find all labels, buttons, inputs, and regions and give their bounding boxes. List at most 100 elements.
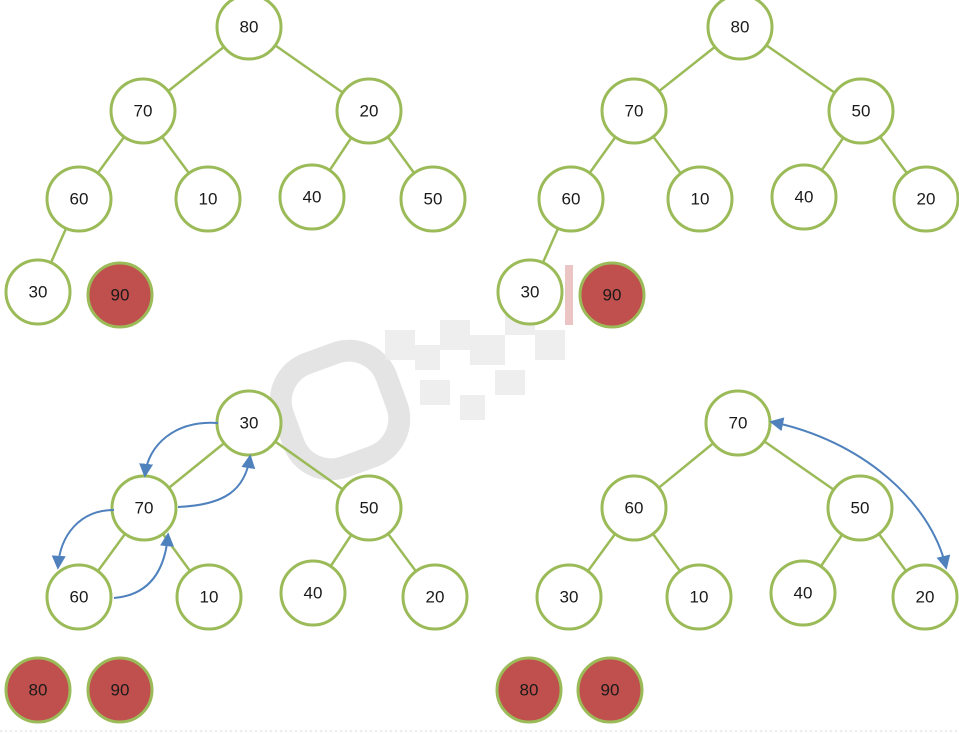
heap-node: 10	[175, 563, 243, 631]
sorted-node: 80	[4, 656, 72, 724]
node-label: 40	[795, 188, 814, 207]
node-circle	[215, 0, 283, 61]
heap-node: 20	[892, 165, 959, 233]
sorted-node: 90	[578, 261, 646, 329]
node-circle	[666, 165, 734, 233]
node-circle	[535, 563, 603, 631]
heap-node: 20	[891, 563, 959, 631]
swap-arrow-n1-to-n3	[51, 509, 115, 570]
node-circle	[399, 165, 467, 233]
heap-node: 10	[174, 165, 242, 233]
node-label: 30	[560, 588, 579, 607]
node-circle	[770, 163, 838, 231]
node-label: 60	[625, 499, 644, 518]
sorted-node-circle	[495, 656, 563, 724]
heap-node: 60	[600, 474, 668, 542]
node-label: 90	[603, 286, 622, 305]
heap-node: 30	[496, 258, 564, 326]
node-label: 10	[690, 588, 709, 607]
heap-node: 10	[666, 165, 734, 233]
node-circle	[4, 258, 72, 326]
swap-arrows-layer	[51, 417, 951, 599]
heap-node: 80	[706, 0, 774, 61]
heap-node: 70	[110, 474, 178, 542]
heap-node: 80	[215, 0, 283, 61]
node-label: 50	[851, 499, 870, 518]
heap-node: 10	[665, 563, 733, 631]
node-label: 60	[70, 588, 89, 607]
heap-node: 60	[537, 165, 605, 233]
node-circle	[174, 165, 242, 233]
node-label: 30	[240, 414, 259, 433]
node-circle	[279, 559, 347, 627]
node-circle	[45, 563, 113, 631]
heap-node: 70	[109, 77, 177, 145]
sorted-node-circle	[86, 656, 154, 724]
node-label: 60	[562, 190, 581, 209]
node-label: 10	[691, 190, 710, 209]
node-label: 20	[916, 588, 935, 607]
node-label: 70	[729, 414, 748, 433]
heap-node: 60	[45, 563, 113, 631]
node-label: 90	[601, 681, 620, 700]
node-label: 90	[111, 681, 130, 700]
node-label: 40	[304, 584, 323, 603]
sorted-node: 90	[86, 261, 154, 329]
heap-node: 40	[278, 163, 346, 231]
node-label: 80	[29, 681, 48, 700]
node-circle	[175, 563, 243, 631]
sorted-node: 90	[86, 656, 154, 724]
heap-node: 40	[279, 559, 347, 627]
heap-node: 40	[769, 559, 837, 627]
node-label: 20	[917, 190, 936, 209]
node-circle	[600, 474, 668, 542]
node-circle	[537, 165, 605, 233]
sorted-node: 90	[576, 656, 644, 724]
node-label: 20	[426, 588, 445, 607]
node-circle	[665, 563, 733, 631]
heap-node: 70	[600, 77, 668, 145]
swap-arrow-n1-to-n0	[177, 454, 256, 508]
node-circle	[600, 77, 668, 145]
node-label: 40	[794, 584, 813, 603]
node-label: 80	[731, 18, 750, 37]
node-label: 50	[424, 190, 443, 209]
heap-node: 20	[401, 563, 469, 631]
node-circle	[401, 563, 469, 631]
node-circle	[827, 77, 895, 145]
node-label: 90	[111, 286, 130, 305]
heap-node: 50	[826, 474, 894, 542]
heap-node: 50	[399, 165, 467, 233]
sorted-node-circle	[4, 656, 72, 724]
node-label: 30	[29, 283, 48, 302]
swap-arrow-n0-to-n6	[769, 417, 951, 570]
sorted-node-circle	[576, 656, 644, 724]
heap-node: 50	[335, 474, 403, 542]
node-label: 80	[520, 681, 539, 700]
heap-node: 30	[4, 258, 72, 326]
node-label: 10	[199, 190, 218, 209]
node-label: 30	[521, 283, 540, 302]
swap-arrow-n0-to-n1	[139, 421, 219, 478]
sorted-node-circle	[86, 261, 154, 329]
node-circle	[335, 474, 403, 542]
node-label: 70	[625, 102, 644, 121]
heap-node: 40	[770, 163, 838, 231]
node-label: 10	[200, 588, 219, 607]
nodes-layer: 80 70 20 60 10 40 50 30 90 80 70 50 60 10 40 20 30 90 30 70…	[4, 0, 959, 724]
node-circle	[278, 163, 346, 231]
heap-node: 20	[335, 77, 403, 145]
node-circle	[335, 77, 403, 145]
sorted-node-circle	[578, 261, 646, 329]
node-label: 40	[303, 188, 322, 207]
heap-node: 70	[704, 389, 772, 457]
node-label: 50	[852, 102, 871, 121]
node-label: 60	[70, 190, 89, 209]
node-label: 20	[360, 102, 379, 121]
node-circle	[496, 258, 564, 326]
heap-node: 60	[45, 165, 113, 233]
heap-node: 50	[827, 77, 895, 145]
node-label: 50	[360, 499, 379, 518]
